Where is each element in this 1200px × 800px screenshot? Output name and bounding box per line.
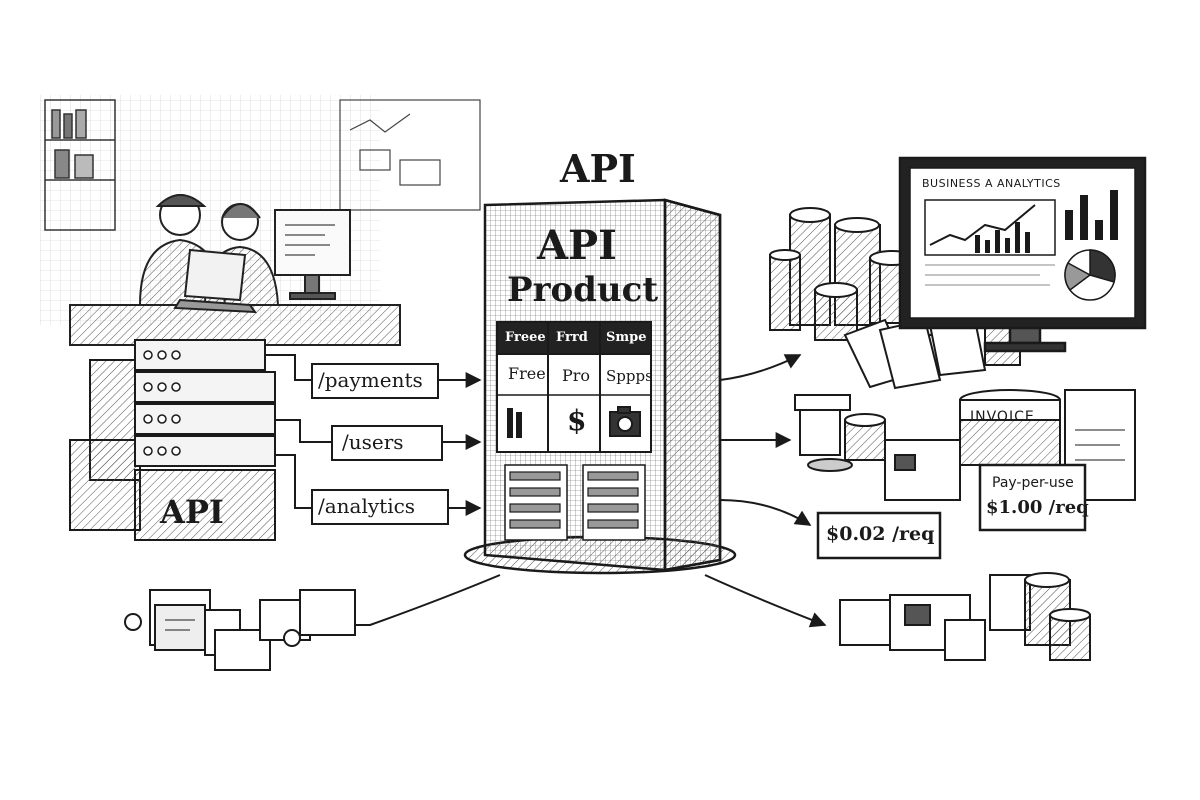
api-product-tower [463, 198, 737, 575]
analytics-monitor [898, 156, 1147, 353]
endpoint-users: /users [342, 430, 404, 454]
pricing-plan-2: Pro [562, 366, 591, 385]
server-api-label: API [160, 493, 224, 531]
camera-icon [609, 406, 641, 437]
bottom-left-documents [124, 589, 356, 671]
bottom-right-documents [839, 572, 1091, 661]
pay-per-use-price: $1.00 /req [986, 497, 1089, 518]
pay-per-use-sign [978, 463, 1087, 532]
product-title-line1: API [537, 222, 617, 269]
product-title-line2: Product [507, 270, 659, 310]
pricing-tier-1: Freee [505, 330, 546, 345]
coin-cluster-middle [794, 394, 961, 501]
pie-chart [1064, 249, 1116, 301]
top-api-title: API [560, 146, 636, 191]
pricing-tier-3: Smpe [606, 330, 647, 345]
bar-chart [1065, 190, 1118, 240]
request-price-sign [816, 511, 942, 560]
server-stack [69, 339, 276, 541]
pay-per-use-title: Pay-per-use [992, 475, 1074, 491]
request-price: $0.02 /req [826, 523, 935, 545]
endpoint-analytics: /analytics [318, 494, 416, 518]
invoice-stack [959, 389, 1136, 501]
background-whiteboard [339, 99, 481, 211]
invoice-label: INVOICE [970, 409, 1035, 425]
developers-at-desk [69, 194, 401, 346]
line-chart [924, 199, 1056, 256]
endpoint-payments: /payments [318, 368, 423, 392]
endpoint-boxes [311, 363, 449, 525]
pricing-tier-2: Frrd [556, 330, 588, 345]
monitor-icon [274, 209, 351, 300]
pricing-plan-1: Free [508, 364, 546, 383]
dollar-icon: $ [567, 404, 587, 437]
laptop-icon [173, 248, 258, 314]
endpoint-connectors [265, 354, 482, 516]
dashboard-title: BUSINESS A ANALYTICS [922, 177, 1061, 190]
bar-chart-icon [507, 408, 522, 438]
revenue-arrows [330, 354, 827, 628]
pricing-plan-3: Sppps [606, 367, 653, 385]
bookshelf [44, 99, 116, 231]
